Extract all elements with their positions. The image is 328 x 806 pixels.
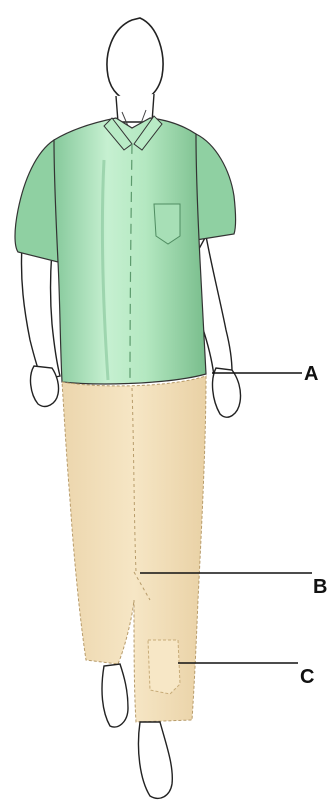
- callout-b-label: B: [313, 576, 327, 598]
- head: [107, 18, 163, 102]
- left-arm: [21, 246, 60, 406]
- callout-c: C: [178, 663, 314, 688]
- callout-a-label: A: [304, 363, 318, 385]
- callout-c-label: C: [300, 666, 314, 688]
- pants: [62, 376, 206, 722]
